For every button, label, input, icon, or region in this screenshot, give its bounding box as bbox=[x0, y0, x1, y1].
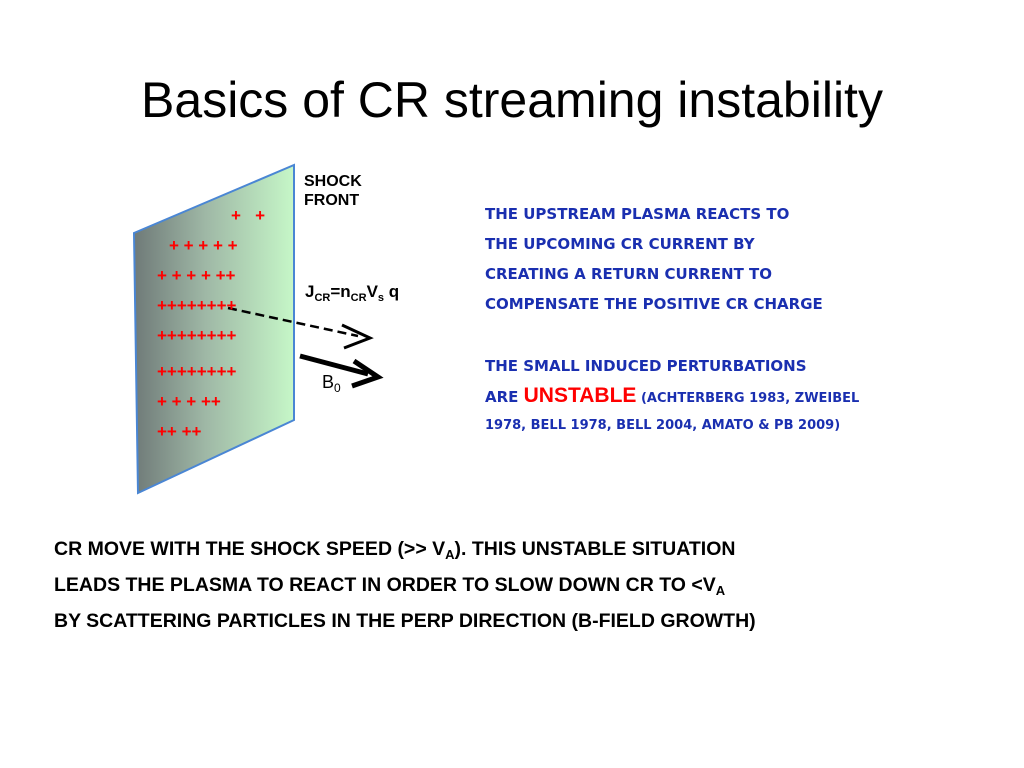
shock-label-line1: SHOCK bbox=[304, 173, 362, 190]
text-line-are: ARE UNSTABLE (ACHTERBERG 1983, ZWEIBEL bbox=[485, 381, 859, 414]
cr-current-label: JCR=nCRVs q bbox=[305, 282, 399, 304]
current-n-sub: CR bbox=[350, 292, 367, 304]
plus-row: + + bbox=[231, 206, 266, 225]
unstable-word: UNSTABLE bbox=[523, 384, 637, 407]
text-line: THE UPCOMING CR CURRENT BY bbox=[485, 235, 755, 253]
plus-row: + + + + + bbox=[169, 236, 238, 255]
b-field-label: B0 bbox=[322, 372, 341, 395]
slide-title: Basics of CR streaming instability bbox=[141, 72, 883, 128]
summary-line-1: CR MOVE WITH THE SHOCK SPEED (>> VA). TH… bbox=[54, 534, 756, 570]
text-line: COMPENSATE THE POSITIVE CR CHARGE bbox=[485, 295, 823, 313]
explanation-paragraph-2: THE SMALL INDUCED PERTURBATIONS ARE UNST… bbox=[485, 351, 859, 438]
summary-line-2-a: LEADS THE PLASMA TO REACT IN ORDER TO SL… bbox=[54, 574, 716, 596]
shock-front-label: SHOCK FRONT bbox=[304, 172, 394, 210]
current-v-sub: s bbox=[377, 292, 385, 304]
citation-start: (ACHTERBERG 1983, ZWEIBEL bbox=[636, 391, 860, 406]
text-line: THE SMALL INDUCED PERTURBATIONS bbox=[485, 357, 807, 375]
summary-line-1-sub: A bbox=[445, 547, 455, 562]
summary-text: CR MOVE WITH THE SHOCK SPEED (>> VA). TH… bbox=[54, 534, 756, 636]
b-field-b: B bbox=[322, 372, 335, 392]
current-eq: =n bbox=[330, 282, 351, 301]
plus-row: ++++++++ bbox=[157, 326, 237, 345]
current-j-sub: CR bbox=[314, 292, 331, 304]
plus-row: + + + ++ bbox=[157, 392, 221, 411]
citation-end: 1978, BELL 1978, BELL 2004, AMATO & PB 2… bbox=[485, 418, 841, 433]
text-line: CREATING A RETURN CURRENT TO bbox=[485, 265, 773, 283]
plus-row: ++++++++ bbox=[157, 362, 237, 381]
cr-current-arrow-line bbox=[227, 306, 359, 338]
summary-line-1-b: ). THIS UNSTABLE SITUATION bbox=[454, 538, 736, 560]
b-field-arrow-head bbox=[351, 358, 384, 389]
plus-row: ++++++++ bbox=[157, 296, 237, 315]
summary-line-2: LEADS THE PLASMA TO REACT IN ORDER TO SL… bbox=[54, 570, 756, 606]
summary-line-3: BY SCATTERING PARTICLES IN THE PERP DIRE… bbox=[54, 610, 756, 632]
current-v: V bbox=[366, 282, 378, 301]
shock-label-line2: FRONT bbox=[304, 192, 360, 209]
current-j: J bbox=[305, 282, 315, 301]
shock-front-panel bbox=[132, 163, 295, 495]
cr-current-arrow-head bbox=[341, 323, 374, 350]
b-field-sub: 0 bbox=[334, 381, 341, 395]
plus-row: ++ ++ bbox=[157, 422, 202, 441]
are-word: ARE bbox=[485, 388, 524, 406]
summary-line-1-a: CR MOVE WITH THE SHOCK SPEED (>> V bbox=[54, 538, 446, 560]
b-field-arrow-line bbox=[299, 353, 369, 377]
text-line: THE UPSTREAM PLASMA REACTS TO bbox=[485, 205, 790, 223]
explanation-paragraph-1: THE UPSTREAM PLASMA REACTS TO THE UPCOMI… bbox=[485, 199, 823, 319]
current-q: q bbox=[384, 282, 400, 301]
summary-line-2-sub: A bbox=[715, 583, 726, 598]
plus-row: + + + + ++ bbox=[157, 266, 236, 285]
